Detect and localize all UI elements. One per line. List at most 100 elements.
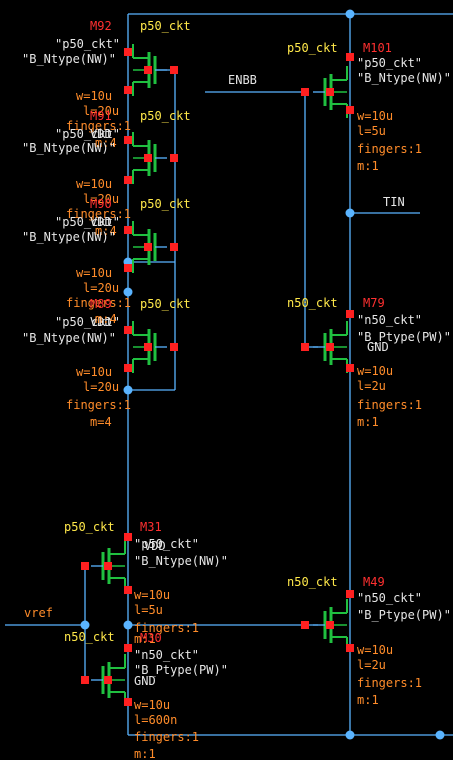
model-label: "n50_ckt" (357, 313, 422, 327)
transistor-m30[interactable]: n50_ckt m:1 M30 "n50_ckt" "B_Ptype(PW)" … (64, 630, 228, 760)
pin-square (301, 621, 309, 629)
instance-name: M92 (90, 19, 112, 33)
pin-square (346, 310, 354, 318)
pin-square (124, 364, 132, 372)
subtype-label: "B_Ptype(PW)" (134, 663, 228, 677)
model-label: "p50_ckt" (134, 537, 199, 551)
pin-square (104, 676, 112, 684)
device-symbol-m90 (124, 221, 178, 273)
pin-square (124, 326, 132, 334)
multiplier-label: m:1 (357, 693, 379, 707)
pin-square (144, 154, 152, 162)
body-label: p50_ckt (64, 520, 115, 534)
device-symbol-m30 (81, 644, 132, 706)
model-label: "p50_ckt" (55, 37, 120, 51)
pin-square (326, 88, 334, 96)
transistor-m89[interactable]: M89 p50_ckt VDD "p50_ckt" m:4 "B_Ntype(N… (22, 297, 191, 429)
pin-square (144, 66, 152, 74)
length-label: l=20u (83, 380, 119, 394)
transistor-m31[interactable]: p50_ckt M31 "p50_ckt" VDD "B_Ntype(NW)" … (64, 520, 228, 635)
pin-square (326, 343, 334, 351)
width-label: w=10u (76, 365, 112, 379)
body-label: n50_ckt (287, 296, 338, 310)
supply-label: VDD (90, 127, 112, 141)
pin-square (124, 176, 132, 184)
transistor-m79[interactable]: n50_ckt M79 "n50_ckt" "B_Ptype(PW)" GND … (287, 296, 451, 429)
transistor-m90[interactable]: M90 p50_ckt VDD "p50_ckt" m:4 "B_Ntype(N… (22, 197, 191, 310)
model-label: "p50_ckt" (55, 215, 120, 229)
length-label: l=5u (357, 124, 386, 138)
pin-square (346, 106, 354, 114)
width-label: w=10u (76, 266, 112, 280)
width-label: w=10u (134, 588, 170, 602)
transistor-m49[interactable]: n50_ckt M49 "n50_ckt" "B_Ptype(PW)" w=10… (287, 575, 451, 707)
junction-dot (123, 385, 133, 395)
pin-square (346, 644, 354, 652)
instance-name: M49 (363, 575, 385, 589)
device-symbol-m92 (124, 44, 178, 96)
pin-square (144, 343, 152, 351)
pin-square (170, 154, 178, 162)
instance-name: M31 (140, 520, 162, 534)
net-label-tin: TIN (383, 195, 405, 209)
transistor-m92[interactable]: M92 p50_ckt "p50_ckt" "B_Ntype(NW)" w=10… (22, 19, 191, 133)
fingers-label: fingers:1 (357, 676, 422, 690)
device-symbol-m91 (124, 132, 178, 184)
multiplier-label: m:4 (95, 224, 117, 238)
pin-square (124, 644, 132, 652)
multiplier-label: m:1 (134, 747, 156, 760)
model-label: "n50_ckt" (134, 648, 199, 662)
instance-name: M91 (90, 109, 112, 123)
pin-square (346, 364, 354, 372)
body-label: p50_ckt (140, 109, 191, 123)
supply-label: GND (367, 340, 389, 354)
subtype-label: "B_Ntype(NW)" (22, 331, 116, 345)
width-label: w=10u (357, 109, 393, 123)
length-label: l=2u (357, 379, 386, 393)
device-symbol-m49 (301, 590, 354, 652)
device-symbol-m101 (301, 53, 354, 118)
body-label: p50_ckt (140, 197, 191, 211)
pin-square (170, 243, 178, 251)
fingers-label: fingers:1 (66, 296, 131, 310)
pin-square (124, 533, 132, 541)
fingers-label: fingers:1 (134, 621, 199, 635)
width-label: w=10u (134, 698, 170, 712)
width-label: w=10u (357, 643, 393, 657)
junction-dot (80, 620, 90, 630)
device-symbol-m89 (124, 321, 178, 373)
transistor-m101[interactable]: p50_ckt M101 "p50_ckt" "B_Ntype(NW)" w=1… (287, 41, 451, 173)
multiplier-label: m:1 (357, 415, 379, 429)
transistor-m91[interactable]: M91 p50_ckt VDD "p50_ckt" m:4 "B_Ntype(N… (22, 109, 191, 221)
pin-square (144, 243, 152, 251)
instance-name: M30 (140, 631, 162, 645)
length-label: l=20u (83, 104, 119, 118)
pin-square (124, 48, 132, 56)
body-label: n50_ckt (64, 630, 115, 644)
supply-label: VDD (144, 539, 166, 553)
instance-name: M90 (90, 197, 112, 211)
body-label: p50_ckt (140, 297, 191, 311)
subtype-label: "B_Ntype(NW)" (134, 554, 228, 568)
fingers-label: fingers:1 (66, 207, 131, 221)
pin-square (124, 586, 132, 594)
devices (81, 44, 354, 706)
model-label: "p50_ckt" (55, 315, 120, 329)
junction-dot (345, 208, 355, 218)
body-label: p50_ckt (140, 19, 191, 33)
junction-dot (123, 620, 133, 630)
subtype-label: "B_Ntype(NW)" (22, 52, 116, 66)
fingers-label: fingers:1 (66, 398, 131, 412)
instance-name: M79 (363, 296, 385, 310)
multiplier-label: m:1 (357, 159, 379, 173)
pin-square (124, 264, 132, 272)
length-label: l=600n (134, 713, 177, 727)
junction-dot (435, 730, 445, 740)
instance-name: M89 (90, 297, 112, 311)
pin-square (124, 86, 132, 94)
body-label: n50_ckt (287, 575, 338, 589)
length-label: l=20u (83, 281, 119, 295)
pin-square (346, 590, 354, 598)
model-label: "p50_ckt" (55, 127, 120, 141)
